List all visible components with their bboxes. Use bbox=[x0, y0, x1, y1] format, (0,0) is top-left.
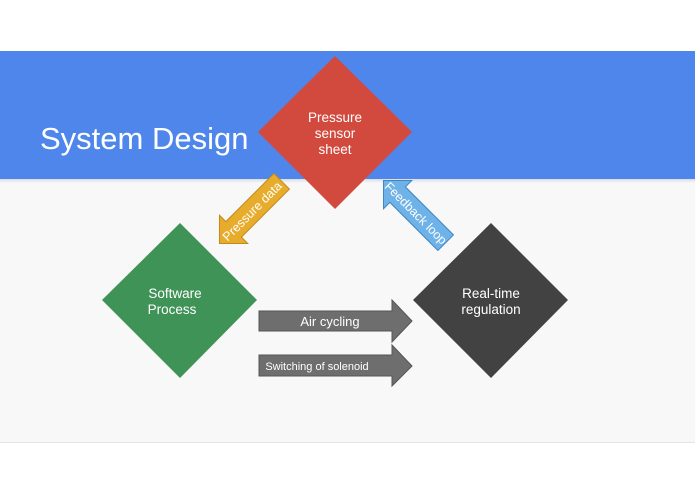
pressure-sensor-label-line-3: sheet bbox=[318, 142, 351, 157]
realtime-regulation-label-line-2: regulation bbox=[461, 302, 520, 317]
switching-solenoid-arrow-label: Switching of solenoid bbox=[265, 361, 368, 373]
air-cycling-arrow-shape bbox=[258, 298, 413, 344]
realtime-regulation-diamond bbox=[413, 223, 568, 378]
air-cycling-arrow-label: Air cycling bbox=[300, 314, 359, 329]
software-process-label-line-2: Process bbox=[148, 302, 197, 317]
software-process-node: Software Process bbox=[102, 223, 257, 378]
realtime-regulation-label-line-1: Real-time bbox=[462, 286, 520, 301]
feedback-loop-arrow-shape bbox=[382, 179, 455, 252]
pressure-data-arrow: Pressure data bbox=[218, 172, 291, 245]
software-process-label-line-1: Software bbox=[148, 286, 201, 301]
slide-title: System Design bbox=[40, 121, 249, 156]
realtime-regulation-node: Real-time regulation bbox=[413, 223, 568, 378]
pressure-sensor-node: Pressure sensor sheet bbox=[258, 56, 412, 209]
pressure-sensor-diamond bbox=[258, 56, 412, 209]
pressure-sensor-label-line-1: Pressure bbox=[308, 110, 362, 125]
switching-solenoid-arrow-shape bbox=[258, 343, 413, 388]
slide: System Design Pressure data Feedback loo… bbox=[0, 51, 695, 443]
switching-solenoid-arrow: Switching of solenoid bbox=[258, 343, 413, 388]
pressure-sensor-label-line-2: sensor bbox=[315, 126, 356, 141]
system-design-diagram: Pressure data Feedback loop Air cycling … bbox=[102, 56, 568, 388]
feedback-loop-arrow-label: Feedback loop bbox=[382, 179, 450, 247]
pressure-data-arrow-label: Pressure data bbox=[220, 179, 285, 244]
feedback-loop-arrow: Feedback loop bbox=[382, 179, 455, 252]
pressure-data-arrow-shape bbox=[218, 172, 291, 245]
software-process-diamond bbox=[102, 223, 257, 378]
air-cycling-arrow: Air cycling bbox=[258, 298, 413, 344]
